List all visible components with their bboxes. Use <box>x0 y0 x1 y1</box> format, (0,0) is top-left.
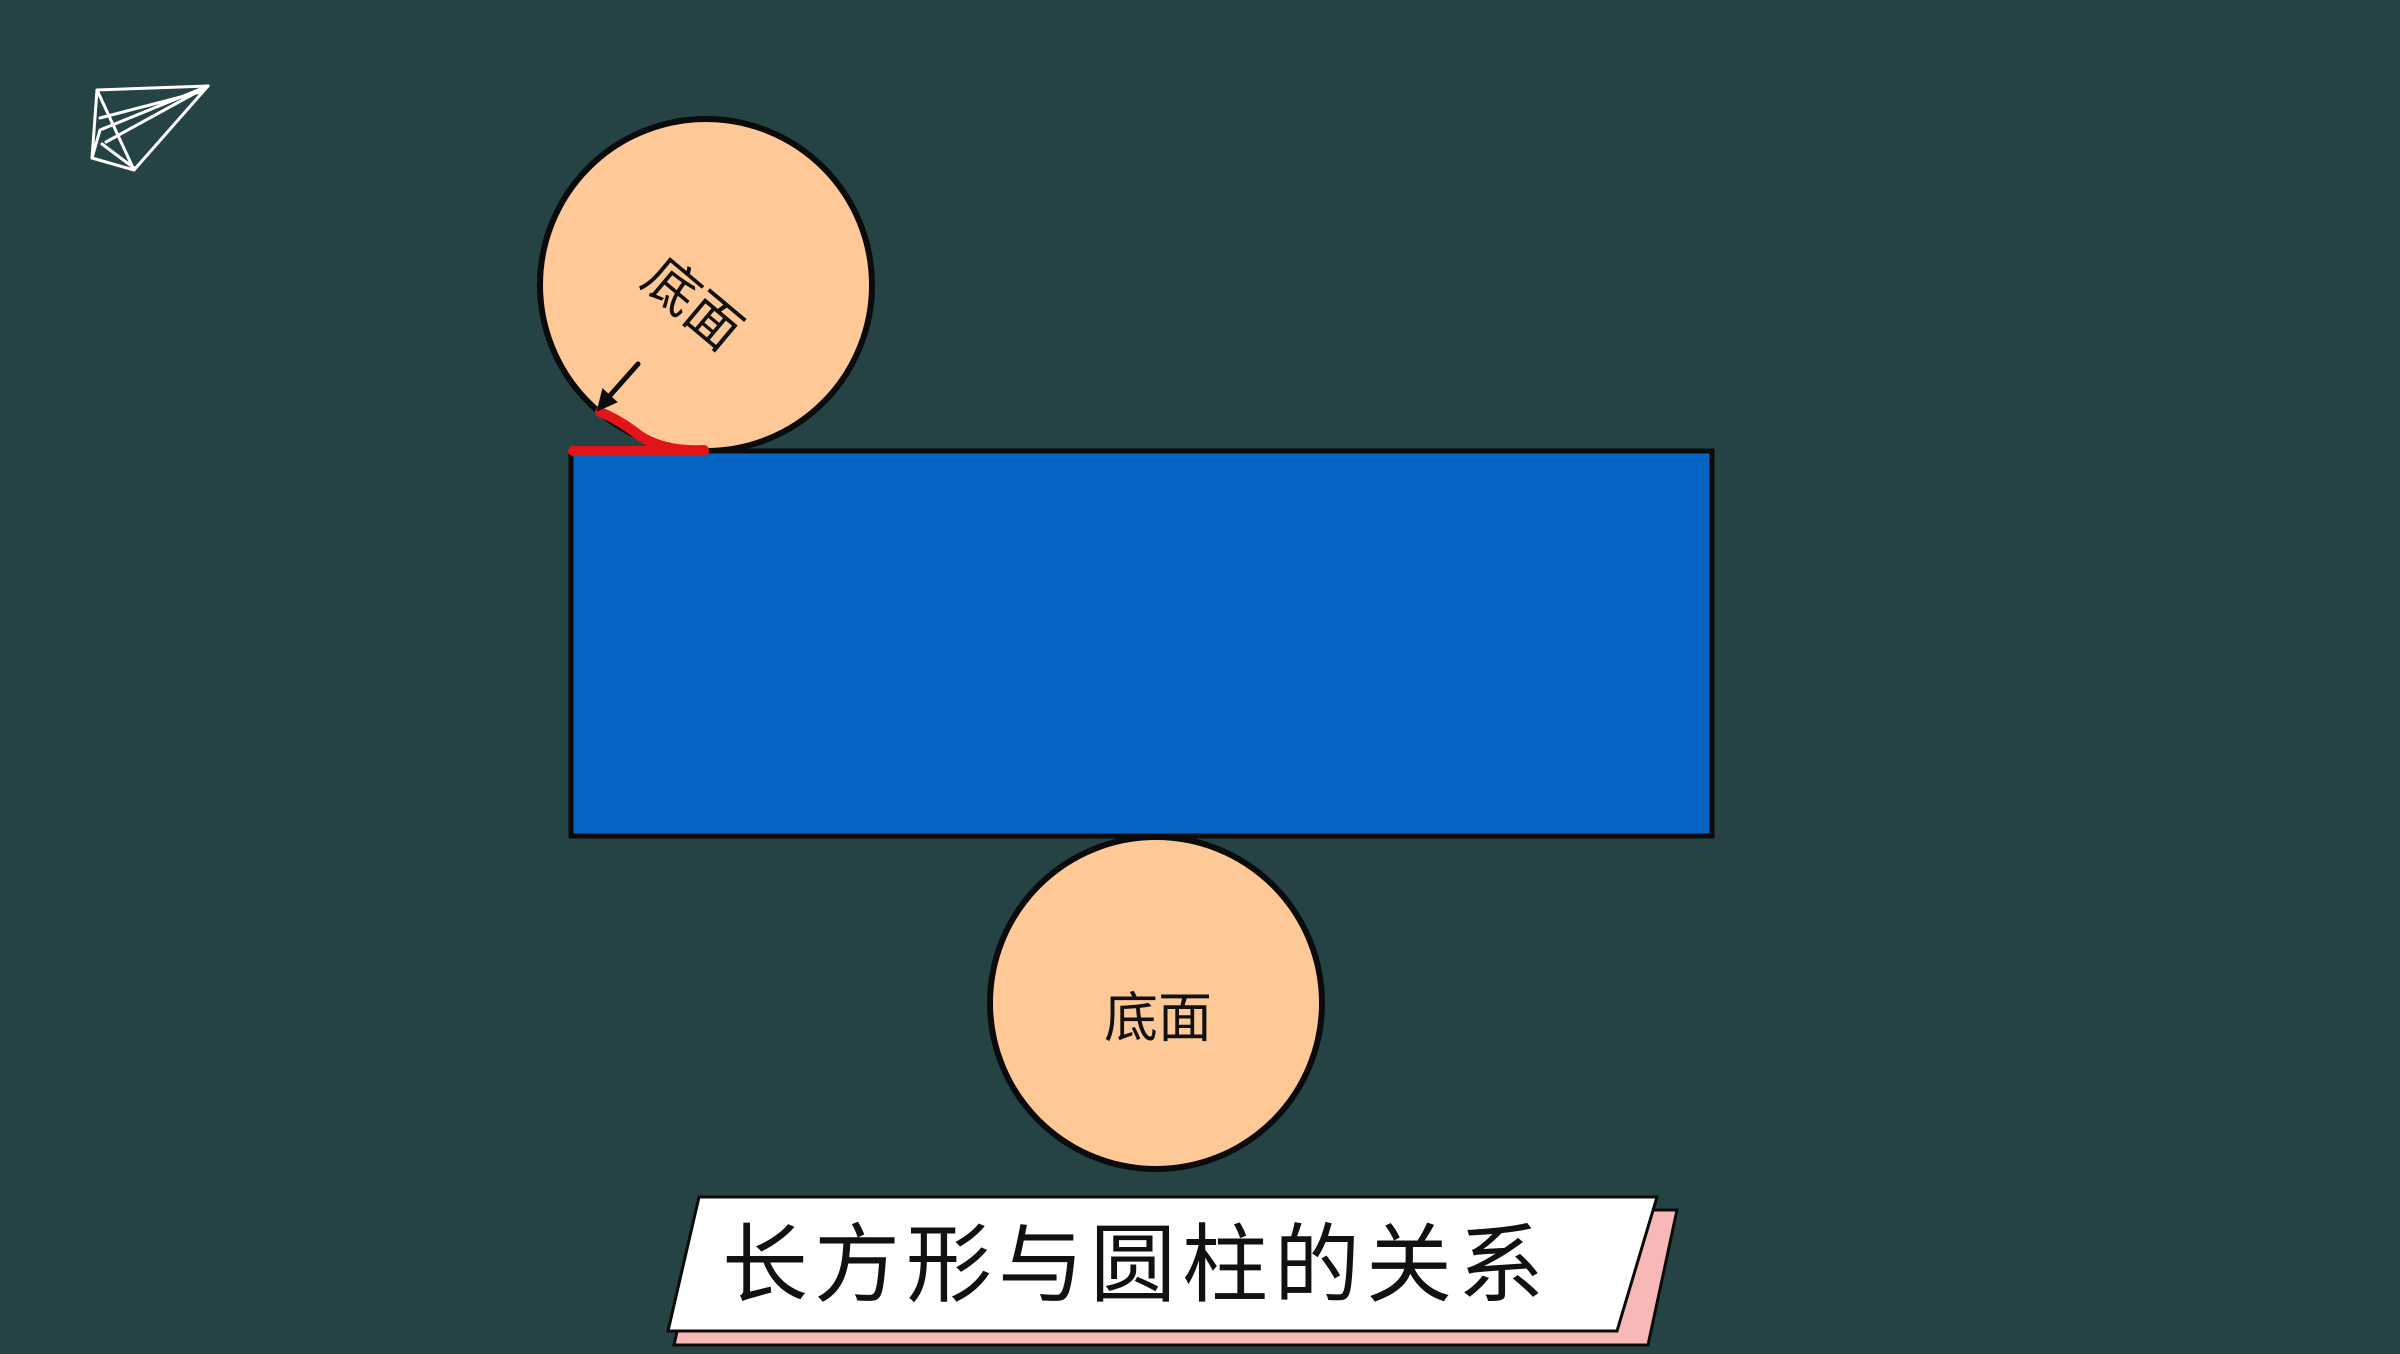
banner-title: 长方形与圆柱的关系 <box>722 1216 1550 1316</box>
paper-plane-icon <box>90 84 210 172</box>
title-banner <box>666 1195 1660 1333</box>
highlight-edge <box>568 407 709 456</box>
bottom-base-circle <box>987 834 1325 1172</box>
lateral-surface-rectangle <box>568 448 1715 839</box>
pointer-arrow-icon <box>596 361 641 412</box>
bottom-base-label: 底面 <box>1104 987 1212 1050</box>
